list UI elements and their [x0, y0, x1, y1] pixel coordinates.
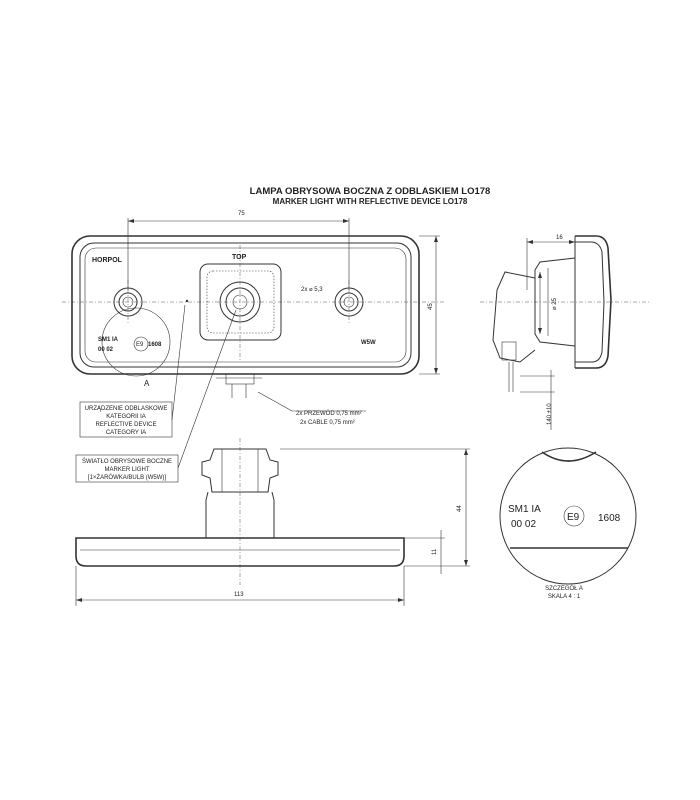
wire-callout-line1: 2x PRZEWÓD 0,75 mm²	[296, 410, 362, 417]
drawing-title: LAMPA OBRYSOWA BOCZNA Z ODBLASKIEM LO178	[249, 186, 491, 197]
detail-emark: E9	[567, 512, 580, 523]
marker-callout-line3: [1×ŻARÓWKA/BULB (W5W)]	[88, 474, 167, 481]
reflector-callout-line4: CATEGORY IA	[106, 430, 146, 436]
brand-label: HORPOL	[92, 257, 123, 264]
wire-callout-line2: 2x CABLE 0,75 mm²	[300, 420, 355, 426]
lens-window	[199, 263, 282, 341]
marker-callout-line2: MARKER LIGHT	[104, 467, 149, 473]
dim-depth-label: 16	[556, 235, 563, 241]
detail-line1: SM1 IA	[508, 504, 541, 515]
front-view-labels: 75 45 HORPOL TOP 2x ⌀ 5,3 W5W SM1 IA 00 …	[92, 211, 434, 388]
detail-code: 1608	[598, 513, 621, 524]
dim-total-height-label: 44	[457, 505, 463, 512]
bottom-view	[75, 438, 470, 606]
reflector-callout-line3: REFLECTIVE DEVICE	[95, 422, 156, 428]
drawing-subtitle: MARKER LIGHT WITH REFLECTIVE DEVICE LO17…	[272, 197, 468, 206]
wsw-label: W5W	[361, 340, 376, 346]
marking-line1: SM1 IA	[98, 337, 119, 343]
detail-a-circle	[101, 307, 171, 377]
detail-emark-circle	[563, 505, 585, 527]
detail-caption1: SZCZEGÓŁ A	[545, 585, 583, 592]
bottom-view-labels: 113 44 11	[234, 505, 463, 598]
detail-a-outline	[499, 447, 637, 585]
reflector-callout-line1: URZĄDZENIE ODBLASKOWE	[85, 406, 168, 412]
marking-line2: 00 02	[98, 347, 114, 353]
marking-emark: E9	[136, 342, 144, 348]
dim-width-label: 75	[238, 211, 245, 217]
detail-caption2: SKALA 4 : 1	[548, 594, 581, 600]
callouts: 2x PRZEWÓD 0,75 mm² 2x CABLE 0,75 mm² UR…	[75, 304, 366, 483]
dim-cable-label: 140 ±10	[547, 403, 553, 425]
front-view	[62, 218, 445, 398]
side-view	[480, 235, 650, 430]
detail-line2: 00 02	[511, 519, 536, 530]
hole-label: 2x ⌀ 5,3	[301, 287, 323, 293]
detail-a: SM1 IA 00 02 E9 1608 SZCZEGÓŁ A SKALA 4 …	[499, 447, 637, 600]
dim-base-height-label: 11	[432, 548, 438, 555]
reflector-callout-line2: KATEGORII IA	[106, 414, 146, 420]
dim-total-width-label: 113	[234, 592, 244, 598]
top-label: TOP	[232, 254, 247, 261]
detail-ref-label: A	[144, 379, 150, 388]
side-view-labels: 16 ⌀ 25 140 ±10	[547, 235, 563, 425]
marker-callout-line1: ŚWIATŁO OBRYSOWE BOCZNE	[82, 457, 172, 465]
dim-diameter-label: ⌀ 25	[552, 297, 558, 310]
marking-code: 1608	[148, 342, 162, 348]
dim-height-label: 45	[428, 303, 434, 310]
